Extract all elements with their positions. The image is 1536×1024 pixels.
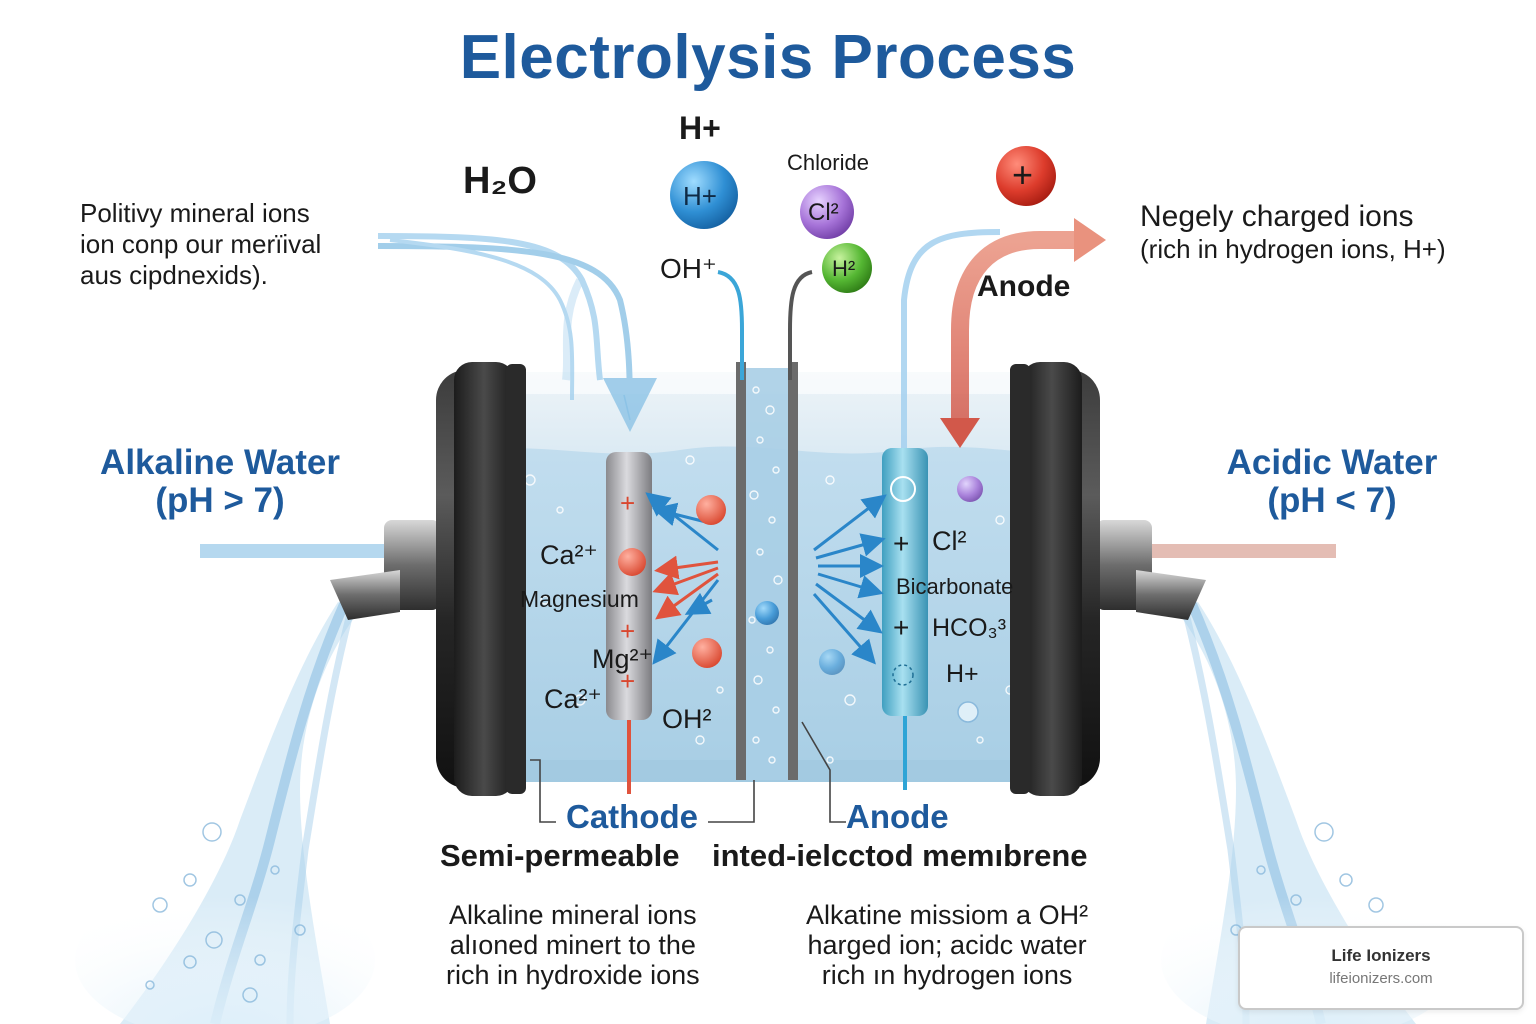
anode-plus-2: + (893, 612, 910, 643)
acidic-water-label: Acidic Water (pH < 7) (1200, 444, 1464, 520)
diagram-title: Electrolysis Process (459, 23, 1077, 92)
anode-migration-arrows (812, 494, 887, 665)
alkaline-water-title: Alkaline Water (100, 443, 340, 482)
chloride-ion (800, 185, 854, 239)
membrane-label-part-1: Semi-permeable (440, 838, 680, 873)
h2-ion (822, 243, 872, 293)
inflow-water-stream (377, 233, 657, 432)
anode-top-label: Anode (977, 270, 1071, 303)
anode-ion-spheres (755, 476, 983, 723)
cathode-plus-2: + (620, 616, 636, 646)
ca2-label-2: Ca²⁺ (544, 684, 602, 714)
membrane-bubbles (748, 386, 783, 764)
h-anode-label: H+ (946, 660, 979, 688)
hco3-label: HCO₃³ (932, 614, 1007, 642)
h-plus-ion-label: H+ (683, 181, 717, 211)
bottom-right-line-1: Alkatine missiom a OH² (806, 900, 1089, 930)
oh-cathode-label: OH² (662, 704, 712, 734)
h-plus-heading: H+ (679, 110, 721, 146)
ca2-label-1: Ca²⁺ (540, 540, 598, 570)
positive-ion-label: + (1012, 154, 1034, 195)
bicarbonate-label: Bicarbonate (896, 574, 1014, 599)
oh-supply-line (717, 270, 744, 380)
h2-supply-line (788, 270, 813, 380)
right-note-line-1: Negely charged ions (1140, 200, 1414, 233)
anode-electrode (882, 448, 928, 790)
cathode-plus-1: + (620, 488, 636, 518)
label-leader-lines (530, 394, 846, 823)
left-note: Politivy mineral ions ion conp our merïi… (80, 198, 321, 291)
h-plus-ion (670, 161, 738, 229)
left-note-line-1: Politivy mineral ions (80, 198, 310, 228)
chloride-ion-label: Cl² (808, 199, 839, 226)
cathode-label: Cathode (566, 798, 698, 835)
left-water-stream (75, 599, 375, 1024)
right-note-line-2: (rich in hydrogen ions, H+) (1140, 234, 1446, 264)
anode-plus-1: + (893, 528, 910, 559)
right-note: Negely charged ions (rich in hydrogen io… (1140, 200, 1446, 266)
anode-inflow-stream (901, 229, 1001, 450)
brand-badge: Life Ionizers lifeionizers.com (1238, 926, 1524, 1010)
bottom-left-note: Alkaline mineral ions alıoned minert to … (446, 900, 700, 990)
acidic-ph: (pH < 7) (1267, 481, 1397, 520)
bottom-left-line-3: rich in hydroxide ions (446, 960, 700, 990)
left-end-cap (436, 362, 526, 796)
left-note-line-3: aus cipdnexids). (80, 260, 268, 290)
bottom-right-line-2: harged ion; acidc water (807, 930, 1087, 960)
oh-top-label: OH⁺ (660, 253, 717, 284)
anode-curved-arrow (940, 218, 1106, 448)
brand-name: Life Ionizers (1331, 946, 1431, 965)
cathode-ion-spheres (618, 495, 726, 668)
chloride-label: Chloride (787, 150, 869, 175)
cathode-plus-3: + (620, 666, 636, 696)
brand-url: lifeionizers.com (1329, 970, 1433, 987)
right-end-cap (1010, 362, 1100, 796)
h2-ion-label: H² (832, 256, 856, 281)
mg-label: Mg²⁺ (592, 644, 653, 674)
h2o-label: H₂O (463, 160, 537, 202)
acidic-outflow-pipe (1096, 520, 1336, 620)
cl-anode-label: Cl² (932, 526, 967, 556)
membrane (736, 362, 798, 780)
alkaline-water-label: Alkaline Water (pH > 7) (90, 444, 350, 520)
alkaline-outflow-pipe (200, 520, 440, 620)
membrane-label-part-2: inted-ielcctod memıbrene (712, 838, 1088, 873)
bottom-left-line-1: Alkaline mineral ions (449, 900, 697, 930)
cathode-migration-arrows (645, 492, 720, 665)
positive-ion (996, 146, 1056, 206)
bottom-right-note: Alkatine missiom a OH² harged ion; acidc… (806, 900, 1088, 990)
magnesium-label: Magnesium (520, 586, 639, 612)
left-note-line-2: ion conp our merïival (80, 229, 322, 259)
acidic-water-title: Acidic Water (1226, 443, 1438, 482)
cathode-electrode (606, 452, 652, 794)
bottom-left-line-2: alıoned minert to the (449, 930, 696, 960)
bottom-right-line-3: rich ın hydrogen ions (821, 960, 1073, 990)
anode-label: Anode (846, 798, 949, 835)
alkaline-ph: (pH > 7) (155, 481, 285, 520)
